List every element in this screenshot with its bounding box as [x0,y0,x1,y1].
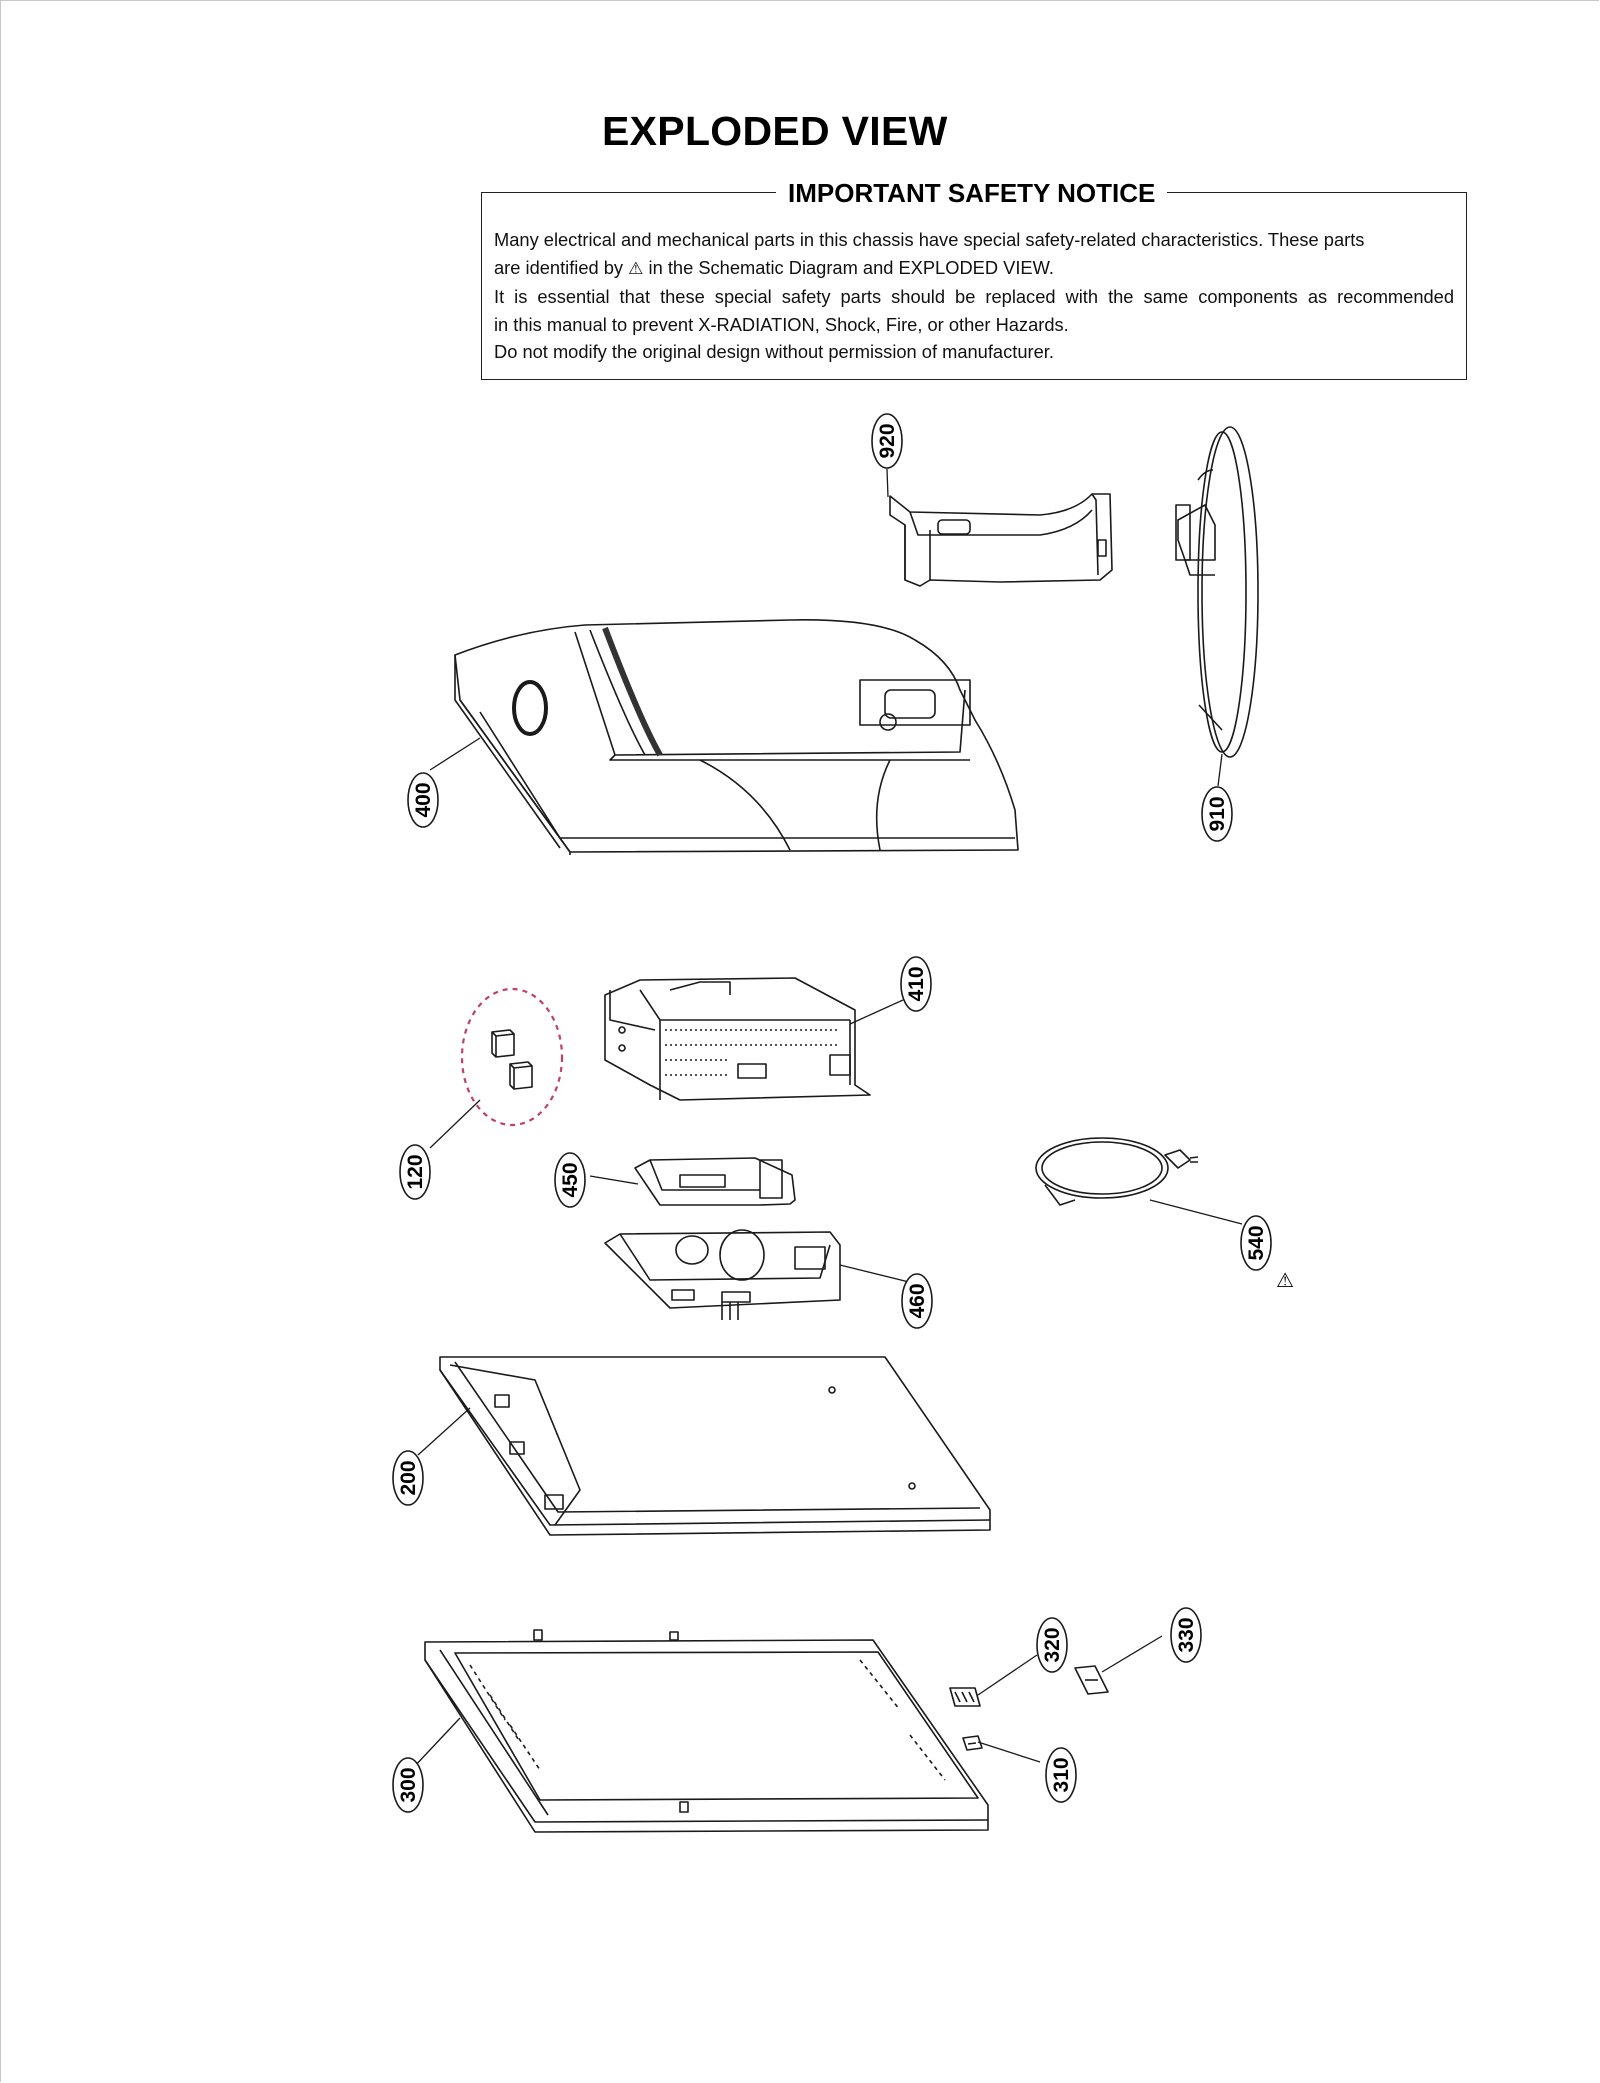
notice-line-1: Many electrical and mechanical parts in … [494,229,1365,250]
leader-460 [839,1264,914,1284]
part-label-330-text: 330 [1175,1617,1198,1652]
part-label-460: 460 [901,1273,933,1329]
part-label-300-text: 300 [397,1767,420,1802]
part-label-120: 120 [399,1144,431,1200]
led-lens-icon [962,1735,983,1751]
notice-line-5: Do not modify the original design withou… [494,341,1054,362]
part-label-910-text: 910 [1206,796,1229,831]
safety-notice-text: Many electrical and mechanical parts in … [494,226,1454,366]
part-label-540: 540 [1240,1215,1272,1271]
notice-line-3: It is essential that these special safet… [494,286,1454,307]
leader-320 [977,1654,1038,1696]
leader-400 [429,737,481,771]
part-label-400: 400 [407,772,439,828]
back-cover-icon [454,619,1019,855]
front-cabinet-icon [424,1629,989,1833]
part-label-330: 330 [1170,1607,1202,1663]
leader-330 [1101,1635,1163,1673]
leader-300 [412,1717,461,1769]
part-label-410-text: 410 [905,966,928,1001]
notice-line-4: in this manual to prevent X-RADIATION, S… [494,313,1069,335]
control-board-icon [634,1157,796,1206]
leader-540 [1149,1199,1243,1225]
part-label-320-text: 320 [1041,1627,1064,1662]
part-label-920-text: 920 [876,423,899,458]
safety-warning-icon: ⚠ [1276,1268,1294,1292]
notice-line-2-end: in the Schematic Diagram and EXPLODED VI… [648,256,1054,278]
main-board-icon [604,1229,841,1320]
part-label-920: 920 [871,413,903,469]
part-label-310: 310 [1045,1747,1077,1803]
part-label-120-text: 120 [404,1154,427,1189]
part-label-320: 320 [1036,1617,1068,1673]
part-label-410: 410 [900,956,932,1012]
part-label-540-text: 540 [1245,1225,1268,1260]
part-label-200-text: 200 [397,1460,420,1495]
button-key-icon [949,1687,981,1707]
notice-line-2-start: are identified by [494,256,624,278]
connector-caps-icon [491,1029,533,1090]
page-title: EXPLODED VIEW [602,108,948,154]
leader-450 [589,1175,639,1185]
connector-group-outline [460,987,564,1127]
part-label-460-text: 460 [906,1283,929,1318]
lcd-module-icon [439,1356,991,1536]
part-label-200: 200 [392,1450,424,1506]
part-label-310-text: 310 [1050,1757,1073,1792]
warning-triangle-icon: ⚠ [628,258,644,279]
safety-notice-title: IMPORTANT SAFETY NOTICE [776,178,1168,209]
leader-910 [1217,753,1223,787]
stand-neck-icon [889,493,1113,587]
leader-920 [886,468,889,498]
part-label-910: 910 [1201,786,1233,842]
leader-lines [412,468,1243,1769]
shield-case-icon [604,977,871,1101]
window-lens-icon [1074,1665,1109,1695]
part-label-400-text: 400 [412,782,435,817]
leader-410 [849,999,904,1025]
leader-200 [417,1407,471,1456]
leader-120 [429,1099,481,1149]
stand-base-icon [1175,426,1259,758]
leader-310 [977,1741,1041,1763]
notice-line-2: are identified by ⚠ in the Schematic Dia… [494,254,1454,284]
power-cord-icon [1035,1137,1199,1206]
part-label-450-text: 450 [559,1162,582,1197]
part-label-450: 450 [554,1152,586,1208]
part-label-300: 300 [392,1757,424,1813]
